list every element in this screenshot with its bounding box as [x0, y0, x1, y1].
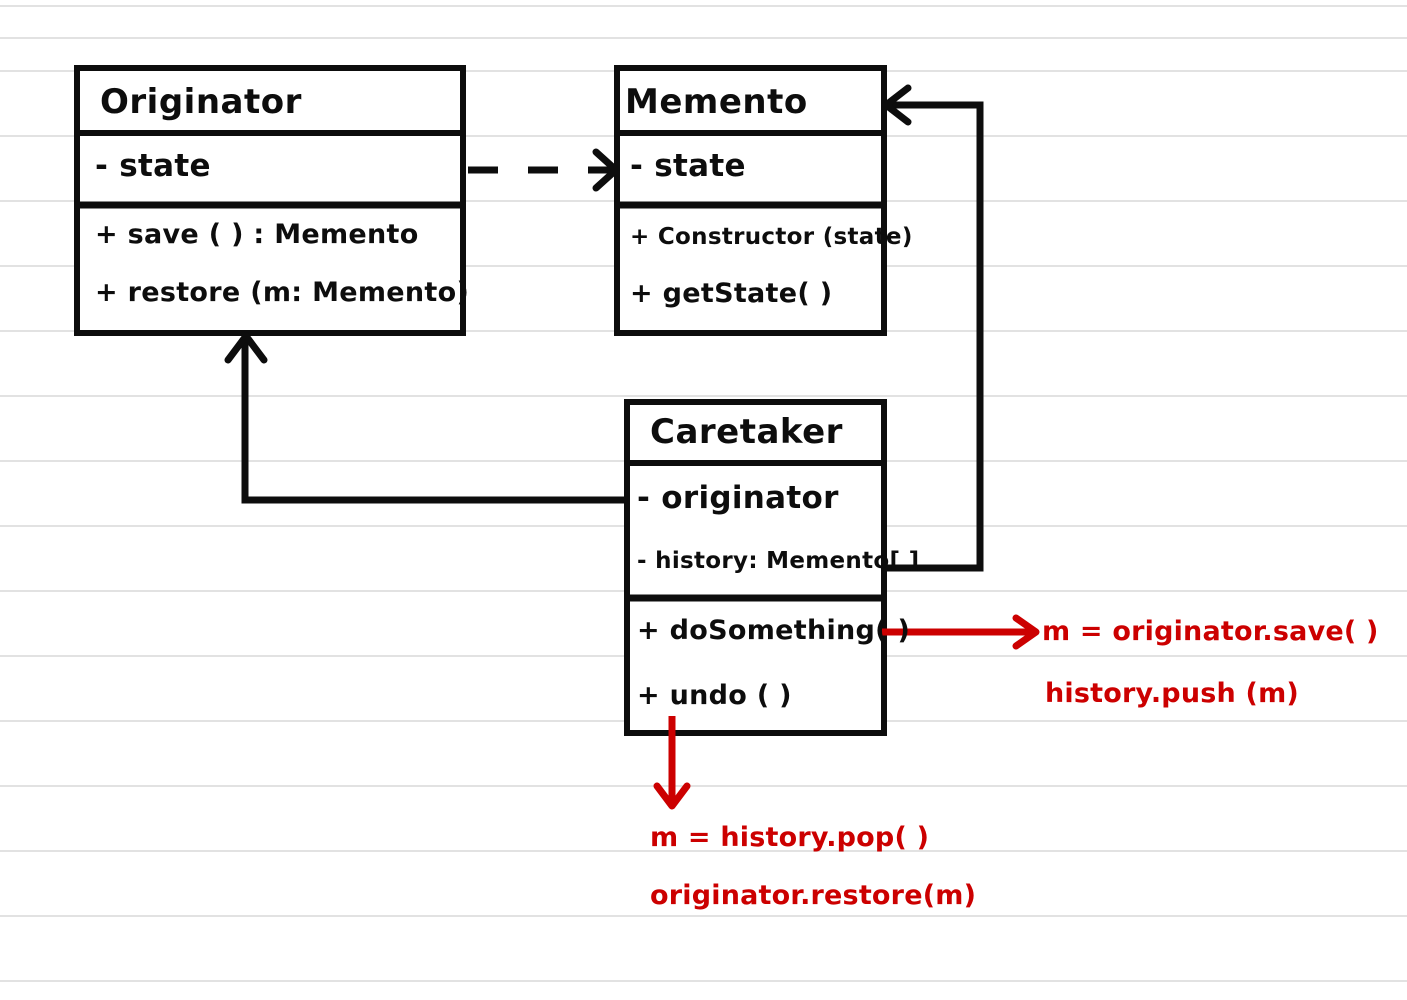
class-title-caretaker: Caretaker: [650, 412, 843, 452]
relation-originator-to-memento: [468, 148, 620, 192]
annotation-arrow-dosomething: [880, 614, 1040, 650]
class-operation-memento-constructor: + Constructor (state): [630, 224, 913, 250]
class-operation-caretaker-undo: + undo ( ): [637, 680, 792, 711]
annotation-undo-line-2: originator.restore(m): [650, 880, 977, 911]
class-operation-memento-getstate: + getState( ): [630, 278, 833, 309]
annotation-dosomething-line-1: m = originator.save( ): [1042, 616, 1379, 647]
class-operation-caretaker-dosomething: + doSomething( ): [637, 615, 911, 646]
class-attribute-originator-state: - state: [95, 148, 211, 184]
annotation-undo-line-1: m = history.pop( ): [650, 822, 930, 853]
relation-caretaker-to-originator: [224, 332, 627, 504]
class-title-originator: Originator: [100, 82, 302, 122]
class-attribute-caretaker-history: - history: Memento[ ]: [637, 548, 920, 574]
class-attribute-caretaker-originator: - originator: [637, 480, 839, 516]
class-operation-originator-restore: + restore (m: Memento): [95, 277, 470, 308]
class-title-memento: Memento: [625, 82, 808, 122]
class-attribute-memento-state: - state: [630, 148, 746, 184]
class-operation-originator-save: + save ( ) : Memento: [95, 219, 419, 250]
annotation-dosomething-line-2: history.push (m): [1045, 678, 1299, 709]
relation-caretaker-to-memento: [882, 84, 984, 572]
